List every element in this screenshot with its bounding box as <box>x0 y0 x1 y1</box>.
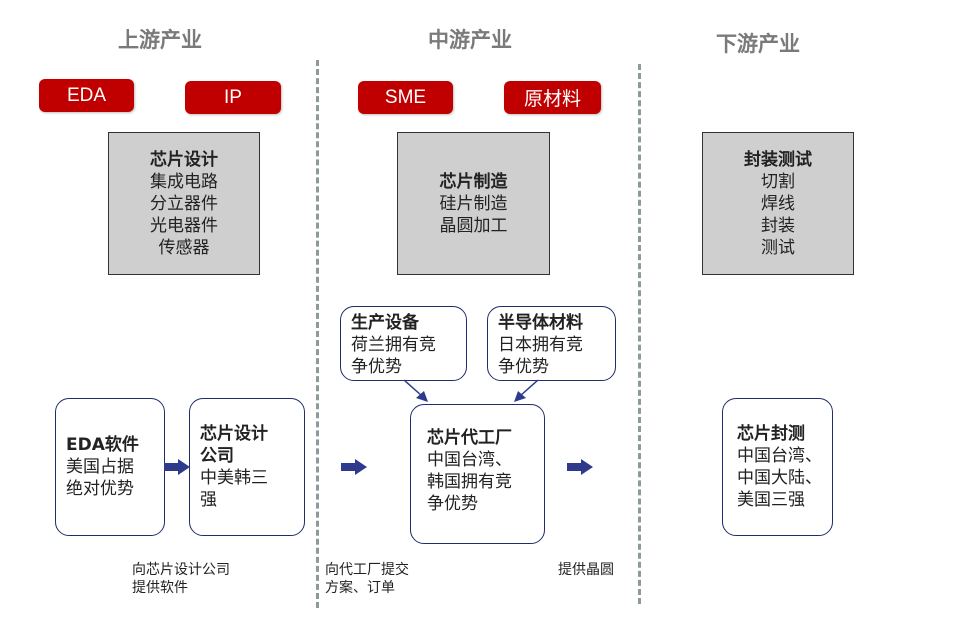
foundry-line: 韩国拥有竞 <box>427 472 512 492</box>
note-provide-software: 向芯片设计公司 提供软件 <box>132 561 230 597</box>
tag-sme: SME <box>358 81 453 114</box>
equipment-line: 争优势 <box>351 357 402 377</box>
chip-manufacturing-title: 芯片制造 <box>439 172 508 192</box>
packaging-item: 封装 <box>761 215 795 236</box>
chip-manufacturing-box: 芯片制造 硅片制造 晶圆加工 <box>397 132 550 275</box>
chip-design-box: 芯片设计 集成电路 分立器件 光电器件 传感器 <box>108 132 260 275</box>
semi-materials-title: 半导体材料 <box>498 313 583 333</box>
design-item: 光电器件 <box>150 215 218 236</box>
equipment-box: 生产设备 荷兰拥有竞 争优势 <box>340 306 467 381</box>
foundry-title: 芯片代工厂 <box>427 428 512 448</box>
tag-ip: IP <box>185 81 281 114</box>
packaging-testing-box: 封装测试 切割 焊线 封装 测试 <box>702 132 854 275</box>
semi-materials-box: 半导体材料 日本拥有竞 争优势 <box>487 306 616 381</box>
arrow-right-icon <box>567 459 593 475</box>
tag-materials: 原材料 <box>504 81 601 114</box>
upstream-title: 上游产业 <box>118 28 202 52</box>
design-item: 集成电路 <box>150 171 218 192</box>
packaging-item: 焊线 <box>761 193 795 214</box>
note-submit-orders: 向代工厂提交 方案、订单 <box>325 561 409 597</box>
midstream-title: 中游产业 <box>428 28 512 52</box>
foundry-line: 争优势 <box>427 494 478 514</box>
packaging-test-title: 芯片封测 <box>737 424 805 444</box>
equipment-line: 荷兰拥有竞 <box>351 335 436 355</box>
tag-eda: EDA <box>39 79 134 112</box>
design-company-title: 芯片设计 <box>200 424 268 444</box>
arrow-right-icon <box>341 459 367 475</box>
equipment-title: 生产设备 <box>351 313 419 333</box>
chip-design-title: 芯片设计 <box>150 149 218 170</box>
packaging-item: 测试 <box>761 237 795 258</box>
manufacturing-item: 硅片制造 <box>439 194 508 214</box>
design-company-line: 中美韩三 <box>200 468 268 488</box>
eda-software-line: 绝对优势 <box>66 479 134 499</box>
note-line: 提供晶圆 <box>558 562 614 578</box>
packaging-test-line: 中国台湾、 <box>737 446 822 466</box>
arrow-down-right-icon <box>403 379 428 402</box>
arrow-right-icon <box>164 459 190 475</box>
packaging-test-line: 美国三强 <box>737 490 805 510</box>
downstream-title: 下游产业 <box>716 32 800 56</box>
design-company-box: 芯片设计 公司 中美韩三 强 <box>189 398 305 536</box>
foundry-line: 中国台湾、 <box>427 450 512 470</box>
note-line: 向代工厂提交 <box>325 562 409 578</box>
semi-materials-line: 日本拥有竞 <box>498 335 583 355</box>
note-line: 方案、订单 <box>325 580 395 596</box>
packaging-test-line: 中国大陆、 <box>737 468 822 488</box>
semi-materials-line: 争优势 <box>498 357 549 377</box>
note-line: 向芯片设计公司 <box>132 562 230 578</box>
eda-software-box: EDA软件 美国占据 绝对优势 <box>55 398 165 536</box>
design-company-title: 公司 <box>200 446 234 466</box>
foundry-box: 芯片代工厂 中国台湾、 韩国拥有竞 争优势 <box>410 404 545 544</box>
note-provide-wafers: 提供晶圆 <box>558 561 614 579</box>
design-item: 分立器件 <box>150 193 218 214</box>
eda-software-title: EDA软件 <box>66 435 139 455</box>
divider-left <box>316 60 319 608</box>
packaging-testing-title: 封装测试 <box>744 149 812 170</box>
eda-software-line: 美国占据 <box>66 457 134 477</box>
design-company-line: 强 <box>200 490 217 510</box>
divider-right <box>638 64 641 604</box>
arrow-down-left-icon <box>514 379 539 402</box>
packaging-test-box: 芯片封测 中国台湾、 中国大陆、 美国三强 <box>722 398 833 536</box>
note-line: 提供软件 <box>132 580 188 596</box>
manufacturing-item: 晶圆加工 <box>439 216 508 236</box>
packaging-item: 切割 <box>761 171 795 192</box>
design-item: 传感器 <box>158 237 210 258</box>
